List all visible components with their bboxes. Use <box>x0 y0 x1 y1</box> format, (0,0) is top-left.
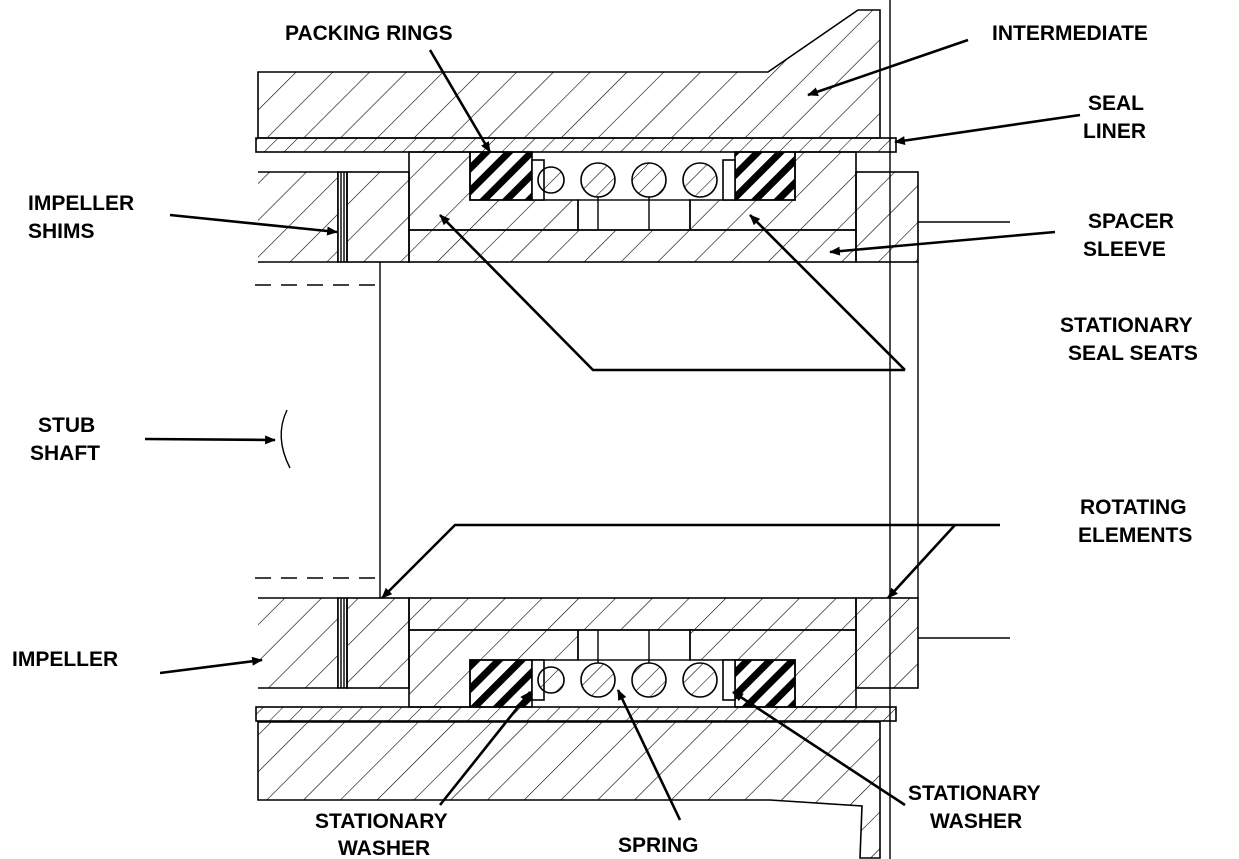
stationary-washer-lower-right <box>722 659 736 701</box>
label-stationary-washer-left-line2: WASHER <box>338 837 430 859</box>
impeller-shims-lower <box>337 597 348 689</box>
label-impeller: IMPELLER <box>12 648 118 671</box>
leader-lines <box>144 38 1081 821</box>
label-intermediate: INTERMEDIATE <box>992 22 1148 45</box>
label-packing-rings: PACKING RINGS <box>285 22 453 45</box>
leader-impeller-shims <box>169 213 338 236</box>
stationary-washer-upper-right <box>722 159 736 201</box>
leader-spacer-sleeve <box>829 230 1056 256</box>
label-stationary-seal-seats-line1: STATIONARY <box>1060 314 1193 337</box>
label-spring: SPRING <box>618 834 699 857</box>
label-elements: ELEMENTS <box>1078 524 1192 547</box>
intermediate-housing-bottom <box>257 721 881 859</box>
label-stationary-washer-right-line1: STATIONARY <box>908 782 1041 805</box>
rotating-element-upper-left <box>346 171 410 263</box>
label-sleeve: SLEEVE <box>1083 238 1166 261</box>
spring-upper <box>537 162 718 231</box>
label-impeller-shims-line1: IMPELLER <box>28 192 134 215</box>
packing-ring-upper-left <box>469 151 533 201</box>
label-seal: SEAL <box>1088 92 1144 115</box>
impeller-shims-upper <box>337 171 348 263</box>
leader-washer-right <box>732 690 906 807</box>
seal-liner-top <box>255 137 897 153</box>
leader-packing-rings <box>428 49 492 153</box>
leader-rotating-right <box>887 524 956 599</box>
leader-seal-liner <box>894 113 1081 146</box>
label-rotating: ROTATING <box>1080 496 1187 519</box>
seal-liner-bottom <box>255 706 897 722</box>
rotating-element-lower-right <box>855 597 919 689</box>
leader-seal-seat-left <box>439 214 905 372</box>
label-stub: STUB <box>38 414 95 437</box>
leader-seal-seat-right <box>749 214 906 371</box>
rotating-element-lower-left <box>346 597 410 689</box>
label-stationary-washer-left-line1: STATIONARY <box>315 810 448 833</box>
leader-washer-left <box>438 691 532 806</box>
leader-rotating-left <box>381 523 1000 599</box>
spring-lower <box>537 629 718 698</box>
label-impeller-shims-line2: SHIMS <box>28 220 95 243</box>
spacer-sleeve-lower <box>408 597 857 631</box>
packing-ring-upper-right <box>734 151 796 201</box>
label-stationary-washer-right-line2: WASHER <box>930 810 1022 833</box>
leader-intermediate <box>807 38 969 97</box>
spacer-sleeve-upper <box>408 229 857 263</box>
label-stationary-seal-seats-line2: SEAL SEATS <box>1068 342 1198 365</box>
impeller-upper <box>258 171 339 263</box>
label-spacer: SPACER <box>1088 210 1174 233</box>
stub-shaft-break-mark <box>280 409 291 469</box>
label-liner: LINER <box>1083 120 1146 143</box>
leader-impeller <box>159 656 263 675</box>
leader-stub-shaft <box>144 435 276 445</box>
leader-spring <box>616 689 682 821</box>
impeller-lower <box>258 597 339 689</box>
label-shaft: SHAFT <box>30 442 100 465</box>
